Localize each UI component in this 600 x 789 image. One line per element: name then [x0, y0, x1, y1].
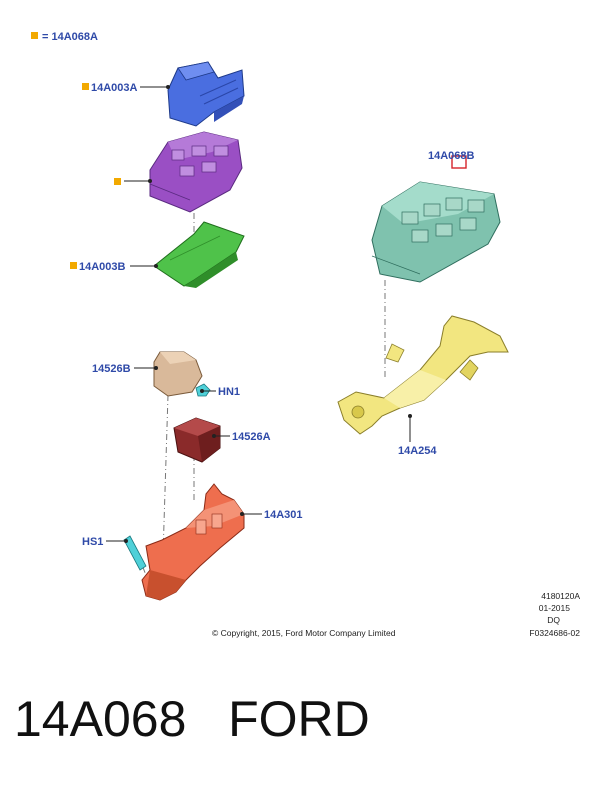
- meta-line-1: 4180120A: [541, 591, 580, 601]
- legend-text: = 14A068A: [42, 31, 98, 43]
- meta-line-3: DQ: [547, 615, 560, 625]
- callout-14A301: 14A301: [264, 509, 303, 521]
- blue-cover-part: [167, 61, 245, 127]
- marker-14A003A: [82, 83, 89, 90]
- legend-marker: [31, 32, 38, 39]
- marker-14A003B: [70, 262, 77, 269]
- copyright-text: © Copyright, 2015, Ford Motor Company Li…: [212, 628, 396, 638]
- teal-fuse-box-part: [371, 155, 501, 283]
- callout-14A254: 14A254: [398, 445, 437, 457]
- marker-purple-module: [114, 178, 121, 185]
- cyan-stud-part: [123, 535, 147, 571]
- footer-part-number: 14A068: [14, 691, 187, 747]
- assembly-line: [162, 394, 169, 556]
- callout-14A068B: 14A068B: [428, 150, 475, 162]
- footer-title: 14A068 FORD: [14, 690, 370, 760]
- callout-14526B: 14526B: [92, 363, 131, 375]
- callout-14A003B: 14A003B: [79, 261, 126, 273]
- green-board-part: [153, 221, 245, 288]
- callout-14526A: 14526A: [232, 431, 271, 443]
- purple-module-part: [149, 131, 243, 213]
- yellow-bracket-part: [337, 315, 509, 435]
- callout-HS1: HS1: [82, 536, 103, 548]
- meta-line-4: F0324686-02: [529, 628, 580, 638]
- tan-relay-part: [153, 351, 203, 397]
- callout-HN1: HN1: [218, 386, 240, 398]
- callout-14A003A: 14A003A: [91, 82, 138, 94]
- maroon-relay-part: [173, 417, 221, 463]
- footer-brand: FORD: [228, 691, 370, 747]
- meta-line-2: 01-2015: [539, 603, 570, 613]
- highlight-box: [451, 155, 467, 169]
- orange-base-part: [141, 483, 245, 601]
